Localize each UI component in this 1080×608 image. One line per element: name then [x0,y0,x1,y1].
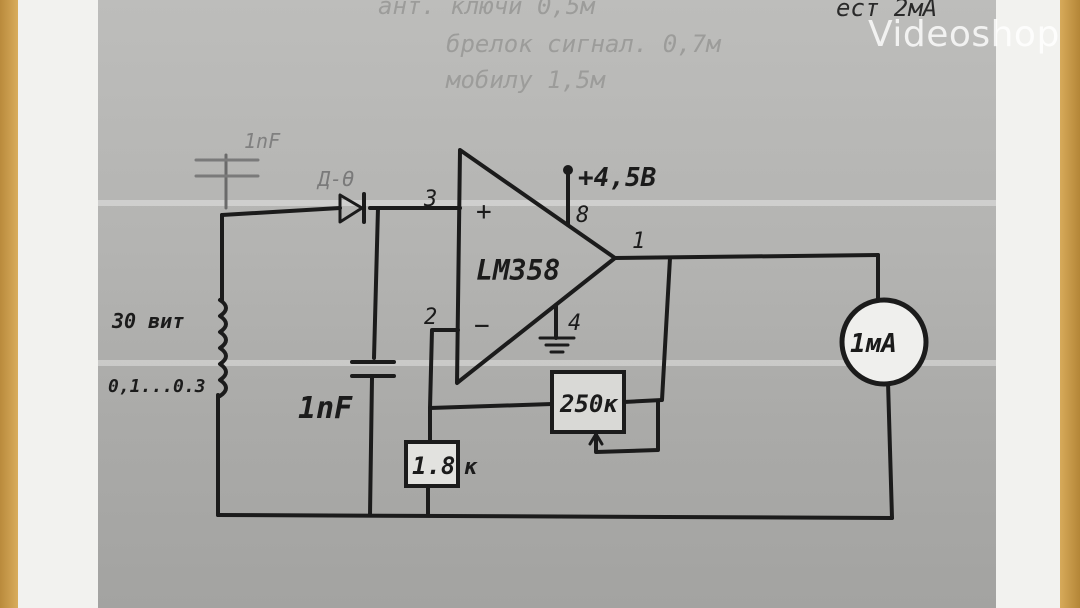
output-wire [613,253,880,260]
ground-symbol [538,336,576,354]
capacitor-bottom-label: 1nF [298,391,353,426]
cap-wire [372,206,380,360]
scan-artifact [98,200,996,206]
diode-label: Д-Ө [316,167,354,191]
pin1-label: 1 [632,229,645,254]
pot-wiper-arrow [588,432,604,446]
plus-sign: + [476,197,492,227]
chip-label: LM358 [476,254,560,287]
pin8-label: 8 [576,203,589,228]
minus-sign: − [474,311,490,341]
capacitor-top-label: 1nF [244,129,281,153]
scan-artifact [98,360,996,366]
supply-label: +4,5В [578,163,656,193]
supply-node [563,165,573,175]
milliammeter [839,297,929,387]
capacitor-bottom [350,360,396,378]
meter-wire-bottom [886,380,894,520]
antenna-coil [218,298,228,398]
pin2-label: 2 [424,305,437,330]
table-edge-left [0,0,18,608]
resistor [404,440,460,488]
note-corner: ест 2мА [836,0,937,22]
resistor-unit-label: к [464,455,478,480]
pot-wiper-wire [594,400,660,454]
input-wire [220,206,342,217]
pin4-label: 4 [568,311,581,336]
resistor-value-label: 1.8 [412,452,455,480]
opamp-triangle [455,148,617,385]
cap-wire-bottom [368,376,374,517]
diode-symbol [338,193,364,224]
ground-wire [216,513,894,520]
meter-label: 1мА [850,329,897,359]
videoshop-watermark: Videoshop [868,14,1060,55]
coil-turns-label: 30 вит [111,309,184,333]
pin3-label: 3 [423,187,437,212]
photocopied-schematic [98,0,996,608]
pin2-wire [428,328,554,410]
note-line-3: мобилу 1,5м [445,66,606,94]
pot-label: 250к [559,390,619,418]
table-edge-right [1060,0,1080,608]
potentiometer [550,370,626,434]
note-line-2: брелок сигнал. 0,7м [446,30,722,58]
capacitor-top [194,158,260,178]
note-line-1: ант. ключи 0,5м [378,0,596,20]
feedback-wire [622,256,672,404]
coil-wire-label: 0,1...0.3 [108,376,206,397]
